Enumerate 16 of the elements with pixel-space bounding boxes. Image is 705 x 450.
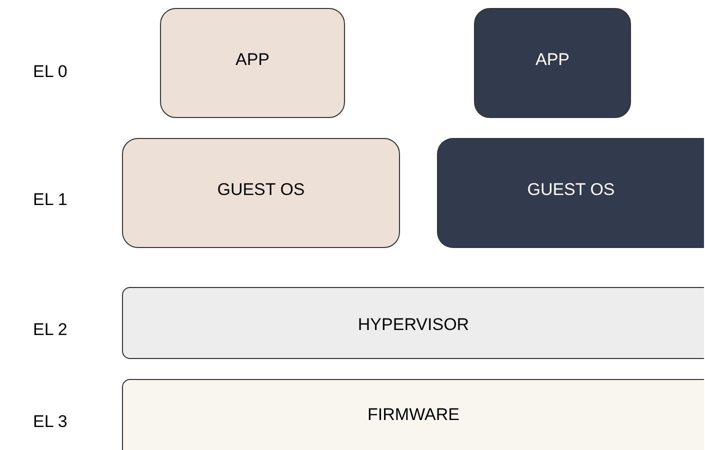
exception-level-label: EL 2 [33,321,68,338]
layer-box [122,379,704,450]
layer-label: APP [235,50,270,69]
exception-level-label: EL 1 [33,191,68,208]
layer-label: HYPERVISOR [358,315,470,334]
exception-level-label: EL 3 [33,413,68,430]
exception-level-label: EL 0 [33,63,68,80]
layer-label: GUEST OS [527,180,615,199]
layer-box [474,8,631,118]
layer-box [160,8,345,118]
layer-label: FIRMWARE [368,405,460,424]
layer-box [122,287,704,359]
layer-box [122,138,400,248]
layer-label: APP [535,50,570,69]
layer-box [437,138,704,248]
layer-label: GUEST OS [217,180,305,199]
